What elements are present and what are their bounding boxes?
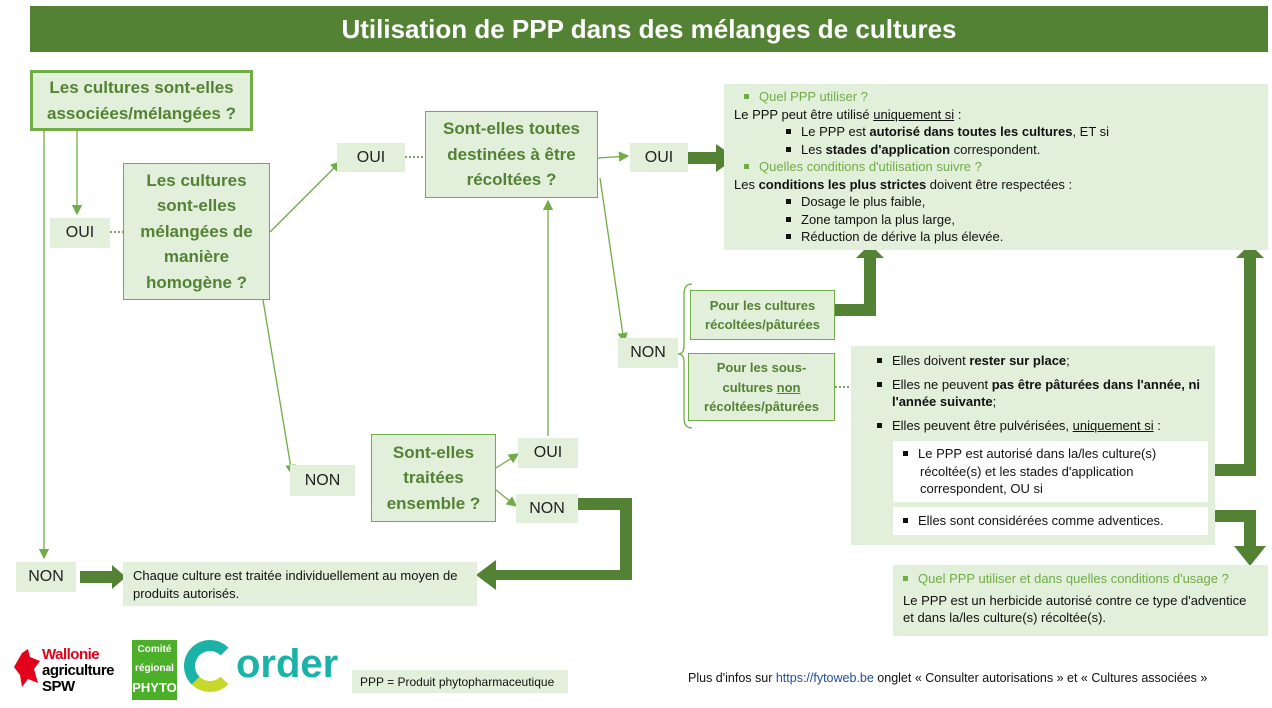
text: : — [954, 106, 962, 122]
condition-adventices: Elles sont considérées comme adventices. — [893, 507, 1208, 535]
text: récoltées/pâturées — [704, 399, 819, 414]
text: Le PPP est autorisé dans la/les culture(… — [918, 446, 1157, 496]
page-title: Utilisation de PPP dans des mélanges de … — [30, 6, 1268, 52]
thick-arrow-recoltees — [835, 244, 884, 316]
thick-arrow-non — [476, 498, 632, 590]
info-heading: Quel PPP utiliser ? — [759, 89, 868, 104]
label-non: NON — [516, 494, 578, 523]
rooster-icon — [14, 649, 40, 687]
thick-arrow-non-left — [80, 565, 126, 589]
text: Elles sont considérées comme adventices. — [918, 513, 1164, 528]
individual-treatment-box: Chaque culture est traitée individuellem… — [123, 562, 477, 606]
text: rester sur place — [969, 353, 1067, 368]
text: ; — [992, 394, 997, 409]
text: : — [1153, 418, 1161, 433]
text: , ET si — [1072, 124, 1110, 139]
label-non: NON — [290, 465, 355, 496]
text: Le PPP est un herbicide autorisé contre … — [903, 592, 1247, 626]
box-cultures-recoltees: Pour les cultures récoltées/pâturées — [690, 290, 835, 340]
text: Elles doivent — [892, 353, 970, 368]
corder-logo: order — [184, 636, 338, 700]
condition-autorise: Le PPP est autorisé dans la/les culture(… — [893, 441, 1208, 502]
question-associees: Les cultures sont-elles associées/mélang… — [30, 70, 253, 131]
label-oui: OUI — [630, 143, 688, 172]
label-oui: OUI — [337, 143, 405, 172]
text: Plus d'infos sur — [688, 671, 776, 685]
line-to-oui-4 — [495, 453, 520, 469]
text: pas être pâturées dans l'année, ni l'ann… — [892, 377, 1201, 409]
thick-arrow-w2 — [1208, 510, 1266, 566]
label-non: NON — [16, 562, 76, 592]
text: Pour les sous-cultures — [716, 360, 807, 395]
info-box-toutes-recoltees: Quel PPP utiliser ? Le PPP peut être uti… — [724, 84, 1268, 250]
label-non: NON — [618, 338, 678, 368]
line-to-non-3 — [599, 177, 628, 344]
text: non — [776, 379, 801, 395]
text: correspondent. — [950, 141, 1041, 157]
line-to-oui-3 — [597, 151, 630, 162]
info-heading: Quel PPP utiliser et dans quelles condit… — [918, 571, 1229, 586]
text: Le PPP est — [801, 124, 870, 139]
text: Le PPP peut être utilisé — [734, 106, 874, 122]
info-box-adventices: Quel PPP utiliser et dans quelles condit… — [893, 565, 1268, 636]
line-to-non-2 — [262, 299, 296, 476]
thick-arrow-w1 — [1208, 244, 1264, 476]
text: uniquement si — [1072, 418, 1154, 433]
line-to-oui-2 — [269, 161, 341, 233]
text: stades d'application — [825, 141, 951, 157]
fytoweb-link[interactable]: https://fytoweb.be — [775, 671, 874, 685]
line-to-non-4 — [495, 489, 518, 507]
text: uniquement si — [873, 106, 955, 122]
text: Les — [801, 141, 826, 157]
text: ; — [1066, 353, 1070, 368]
ppp-legend: PPP = Produit phytopharmaceutique — [352, 670, 568, 693]
text: Elles peuvent être pulvérisées, — [892, 418, 1073, 433]
text: Réduction de dérive la plus élevée. — [801, 229, 1004, 244]
label-oui: OUI — [50, 218, 110, 248]
text: Dosage le plus faible, — [801, 194, 926, 209]
text: doivent être respectées : — [926, 176, 1073, 192]
footer-more-info: Plus d'infos sur https://fytoweb.be ongl… — [688, 671, 1268, 685]
question-homogene: Les cultures sont-elles mélangées de man… — [123, 163, 270, 300]
text: autorisé dans toutes les cultures — [869, 124, 1073, 139]
question-recoltees: Sont-elles toutes destinées à être récol… — [425, 111, 598, 198]
box-sous-cultures: Pour les sous-cultures non récoltées/pât… — [688, 353, 835, 421]
label-oui: OUI — [518, 438, 578, 468]
text: Elles ne peuvent — [892, 377, 992, 392]
text: conditions les plus strictes — [758, 176, 927, 192]
info-heading: Quelles conditions d'utilisation suivre … — [759, 159, 982, 174]
text: onglet « Consulter autorisations » et « … — [873, 671, 1208, 685]
text: Zone tampon la plus large, — [801, 211, 955, 227]
brace — [677, 283, 693, 429]
question-traitees: Sont-elles traitées ensemble ? — [371, 434, 496, 522]
text: Les — [734, 176, 759, 192]
